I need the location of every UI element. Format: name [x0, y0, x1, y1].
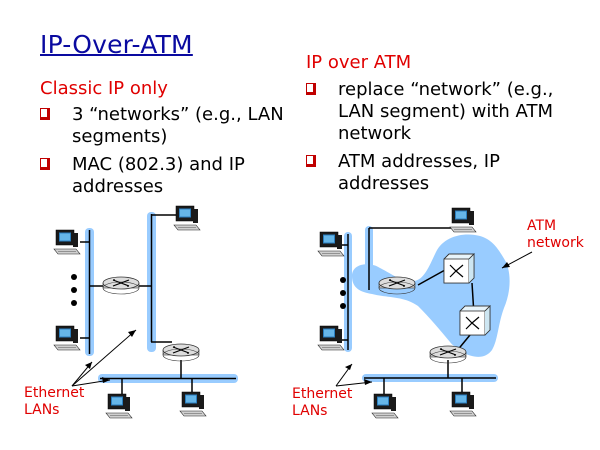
network-label-line: network	[527, 235, 584, 251]
router-icon	[102, 276, 140, 295]
left-bullet-item: 3 “networks” (e.g., LAN segments)	[40, 104, 290, 148]
right-bullet-text: replace “network” (e.g., LAN segment) wi…	[338, 79, 554, 144]
ethernet-lans-label-left: Ethernet LANs	[24, 385, 84, 419]
page-title: IP-Over-ATM	[40, 30, 193, 59]
right-subtitle: IP over ATM	[306, 52, 412, 73]
computer-icon	[449, 207, 477, 233]
left-bullet-item: MAC (802.3) and IP addresses	[40, 154, 290, 198]
lans-label-line: LANs	[292, 403, 328, 419]
computer-icon	[317, 231, 345, 257]
left-bullet-text: MAC (802.3) and IP addresses	[72, 154, 245, 197]
checkbox-bullet-icon	[40, 108, 50, 120]
left-bullet-text: 3 “networks” (e.g., LAN segments)	[72, 104, 284, 147]
atm-label-line: ATM	[527, 218, 557, 234]
checkbox-bullet-icon	[40, 158, 50, 170]
atm-switch-icon	[459, 305, 491, 336]
lans-label-line: LANs	[24, 402, 60, 418]
checkbox-bullet-icon	[306, 155, 316, 167]
right-bullet-list: replace “network” (e.g., LAN segment) wi…	[306, 79, 576, 201]
left-lan-diagram	[53, 205, 238, 419]
router-icon	[162, 343, 200, 362]
atm-network-label: ATM network	[527, 218, 584, 252]
right-bullet-text: ATM addresses, IP addresses	[338, 151, 500, 194]
computer-icon	[371, 393, 399, 419]
ethernet-lans-label-right: Ethernet LANs	[292, 386, 352, 420]
left-bullet-list: 3 “networks” (e.g., LAN segments) MAC (8…	[40, 104, 290, 204]
computer-icon	[179, 391, 207, 417]
computer-icon	[105, 393, 133, 419]
atm-switch-icon	[443, 253, 475, 284]
atm-network-cloud	[352, 234, 510, 357]
computer-icon	[53, 229, 81, 255]
right-bullet-item: replace “network” (e.g., LAN segment) wi…	[306, 79, 576, 145]
left-subtitle: Classic IP only	[40, 78, 168, 99]
computer-icon	[317, 325, 345, 351]
ethernet-label-line: Ethernet	[24, 385, 85, 401]
computer-icon	[449, 391, 477, 417]
right-atm-diagram	[317, 207, 533, 419]
computer-icon	[173, 205, 201, 231]
computer-icon	[53, 325, 81, 351]
right-bullet-item: ATM addresses, IP addresses	[306, 151, 576, 195]
ethernet-label-line: Ethernet	[292, 386, 353, 402]
checkbox-bullet-icon	[306, 83, 316, 95]
